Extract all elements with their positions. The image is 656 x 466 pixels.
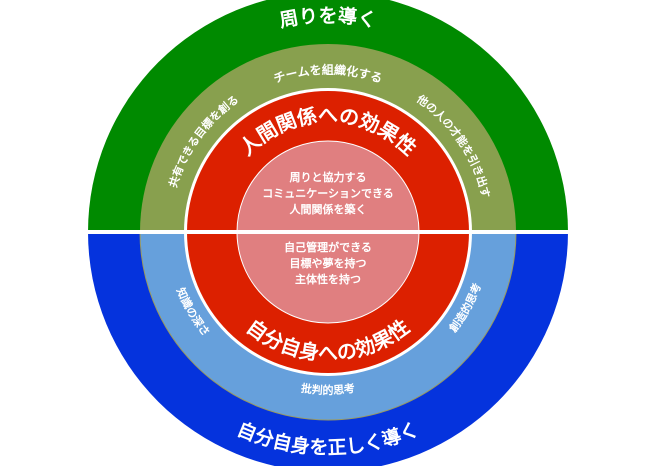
center-top-line-1: 周りと協力する: [290, 170, 367, 184]
lower-half: [88, 232, 568, 466]
center-circle-lower: [236, 232, 420, 324]
upper-half: [88, 0, 568, 232]
center-bottom-line-1: 自己管理ができる: [284, 240, 372, 254]
center-circle: [236, 140, 420, 232]
center-top-line-2: コミュニケーションできる: [262, 187, 394, 200]
center-top-line-3: 人間関係を築く: [290, 202, 367, 216]
blue-bottom-label: 批判的思考: [300, 381, 355, 397]
center-bottom-line-2: 目標や夢を持つ: [290, 256, 367, 270]
center-bottom-line-3: 主体性を持つ: [295, 272, 361, 286]
divider-line: [88, 230, 568, 234]
